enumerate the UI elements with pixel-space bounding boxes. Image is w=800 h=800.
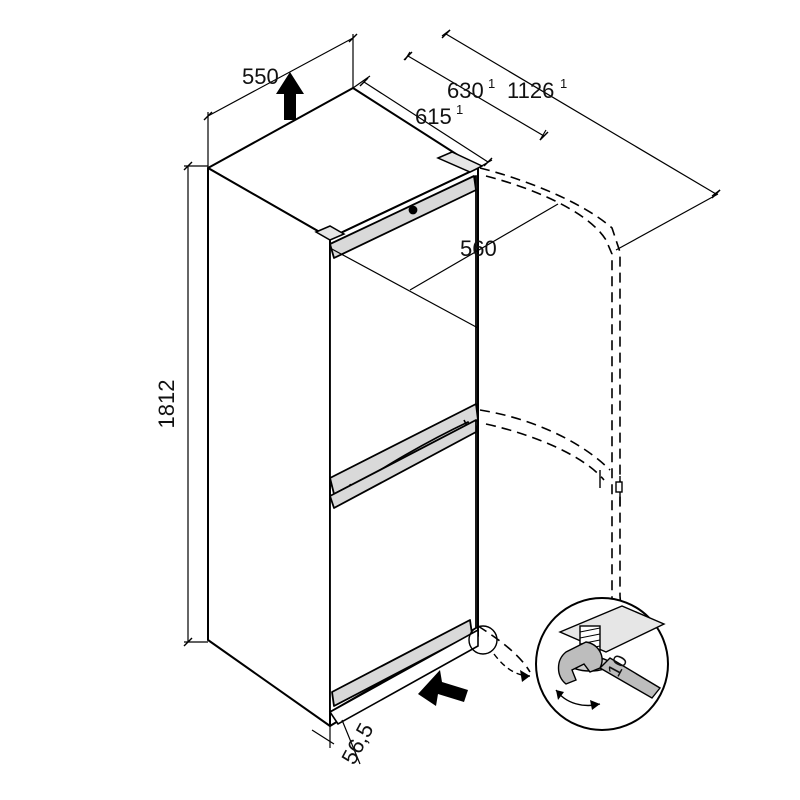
depth-door-note: 1 [456, 102, 463, 117]
plinth [328, 628, 479, 726]
open-door-outline [477, 167, 623, 673]
side-offset-label: 56,5 [336, 719, 378, 769]
cabinet-side-face [207, 167, 331, 727]
foot-callout-small-circle [468, 625, 498, 655]
depth-open-note: 1 [560, 76, 567, 91]
wrench-icon [557, 641, 662, 699]
depth-handle-label: 630 [447, 78, 484, 103]
dimension-lines [184, 29, 721, 765]
upper-door-top-trim [329, 175, 477, 259]
depth-open-label: 1126 [507, 78, 554, 103]
lower-door [329, 419, 477, 713]
door-top-sensor [408, 205, 418, 215]
top-hinge-left [314, 225, 346, 241]
foot-detail: 10 [535, 597, 669, 731]
airflow-arrow [418, 670, 468, 706]
door-swing-label: 560 [460, 236, 497, 261]
open-door-handle-marks [599, 470, 623, 506]
foot-callout [468, 625, 531, 682]
depth-door-label: 615 [415, 104, 452, 129]
dimension-ticks [183, 29, 721, 647]
upper-door-bottom-trim [329, 403, 479, 495]
depth-handle-note: 1 [488, 76, 495, 91]
height-label: 1812 [154, 380, 179, 429]
dimension-labels: 550 615 1 630 1 1126 1 560 1812 56,5 [154, 64, 567, 768]
upper-door [329, 175, 479, 495]
ventilation-up-arrow [276, 72, 304, 120]
lower-door-top-trim [329, 419, 477, 509]
width-label: 550 [242, 64, 279, 89]
